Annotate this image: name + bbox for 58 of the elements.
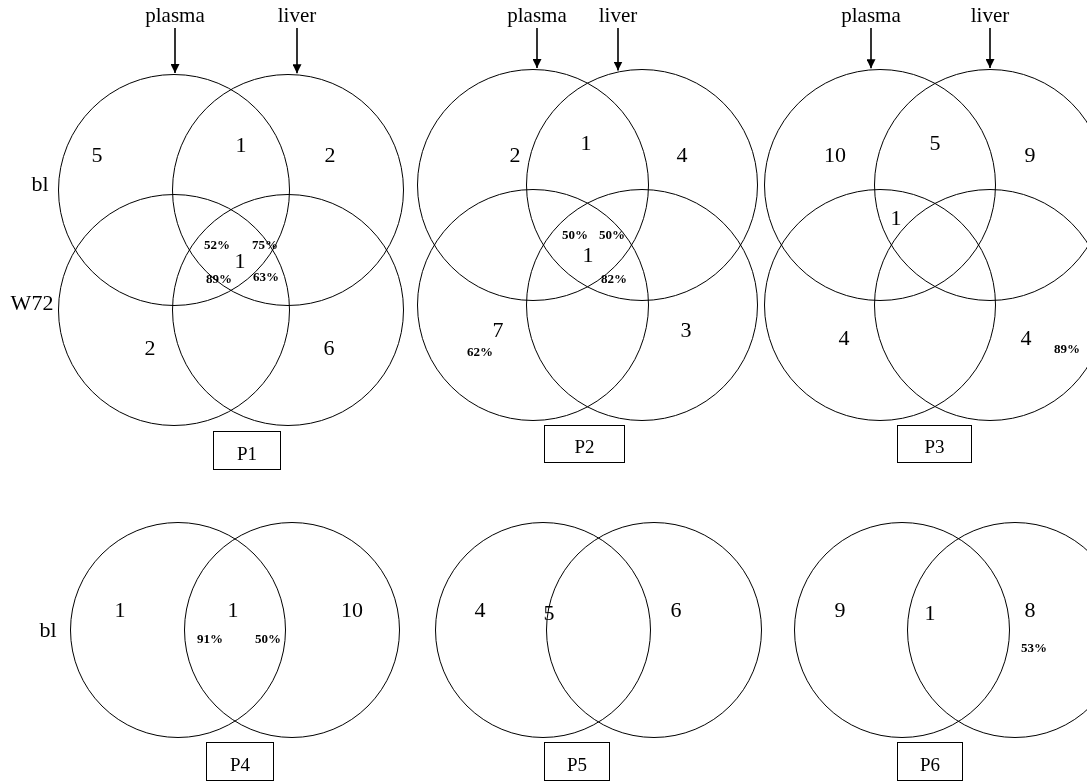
count-label: 9 <box>834 599 846 621</box>
count-label: 1 <box>890 207 902 229</box>
percentage-label: 89% <box>1054 341 1080 355</box>
column-header: plasma <box>831 2 911 28</box>
percentage-label: 75% <box>252 237 278 251</box>
arrow <box>613 27 623 72</box>
arrow <box>292 27 302 75</box>
count-label: 2 <box>509 144 521 166</box>
panel-label: P1 <box>213 431 281 470</box>
panel-label: P6 <box>897 742 963 781</box>
arrow <box>985 27 995 69</box>
count-label: 4 <box>676 144 688 166</box>
count-label: 10 <box>341 599 363 621</box>
count-label: 3 <box>680 319 692 341</box>
count-label: 1 <box>114 599 126 621</box>
count-label: 1 <box>234 250 246 272</box>
panel-label: P5 <box>544 742 610 781</box>
percentage-label: 50% <box>599 227 625 241</box>
count-label: 4 <box>838 327 850 349</box>
count-label: bl <box>31 173 49 195</box>
count-label: 6 <box>323 337 335 359</box>
percentage-label: 63% <box>253 269 279 283</box>
percentage-label: 50% <box>255 631 281 645</box>
count-label: 1 <box>582 244 594 266</box>
arrow <box>170 27 180 74</box>
percentage-label: 62% <box>467 344 493 358</box>
panel-label: P4 <box>206 742 274 781</box>
count-label: 6 <box>670 599 682 621</box>
percentage-label: 91% <box>197 631 223 645</box>
count-label: 1 <box>227 599 239 621</box>
column-header: liver <box>950 2 1030 28</box>
column-header: liver <box>257 2 337 28</box>
column-header: liver <box>578 2 658 28</box>
percentage-label: 50% <box>562 227 588 241</box>
count-label: 2 <box>324 144 336 166</box>
arrow <box>866 27 876 70</box>
percentage-label: 82% <box>601 271 627 285</box>
count-label: 5 <box>91 144 103 166</box>
panel-label: P3 <box>897 425 972 463</box>
percentage-label: 52% <box>204 237 230 251</box>
count-label: bl <box>39 619 57 641</box>
percentage-label: 53% <box>1021 640 1047 654</box>
count-label: 9 <box>1024 144 1036 166</box>
count-label: W72 <box>10 292 54 314</box>
count-label: 8 <box>1024 599 1036 621</box>
arrow <box>532 27 542 69</box>
count-label: 1 <box>580 132 592 154</box>
column-header: plasma <box>135 2 215 28</box>
count-label: 1 <box>924 602 936 624</box>
count-label: 4 <box>1020 327 1032 349</box>
count-label: 7 <box>492 319 504 341</box>
count-label: 4 <box>474 599 486 621</box>
count-label: 2 <box>144 337 156 359</box>
count-label: 1 <box>235 134 247 156</box>
column-header: plasma <box>497 2 577 28</box>
count-label: 5 <box>929 132 941 154</box>
panel-label: P2 <box>544 425 625 463</box>
count-label: 10 <box>824 144 846 166</box>
